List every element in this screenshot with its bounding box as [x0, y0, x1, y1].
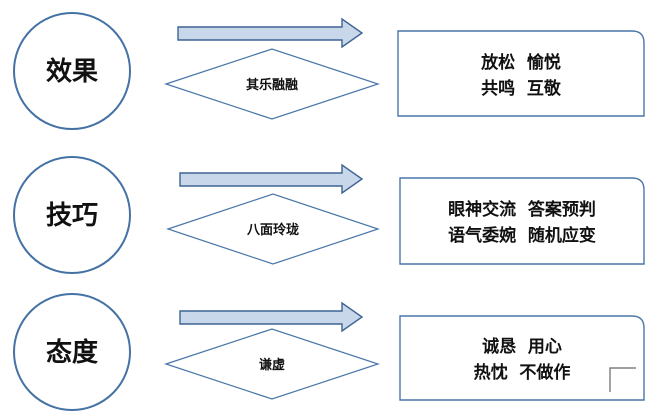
detail-line-2: 共鸣 互敬: [481, 78, 562, 99]
category-circle: [13, 156, 131, 274]
keyword-diamond: [164, 48, 380, 120]
category-circle: [13, 12, 131, 130]
detail-line-2: 语气委婉 随机应变: [448, 225, 596, 246]
keyword-diamond: [166, 193, 380, 265]
keyword-label: 谦虚: [259, 357, 285, 373]
category-label: 效果: [46, 56, 98, 87]
keyword-diamond: [164, 328, 380, 400]
detail-line-2: 热忱 不做作: [474, 362, 571, 383]
right-arrow-icon: [179, 163, 364, 195]
detail-line-1: 眼神交流 答案预判: [448, 199, 596, 220]
right-arrow-icon: [179, 301, 364, 333]
category-circle: [13, 293, 131, 411]
category-label: 态度: [46, 337, 98, 368]
row-attitude: 态度 谦虚 诚恳 用心 热忱 不做作: [13, 293, 645, 411]
detail-box: [399, 177, 645, 265]
detail-line-1: 诚恳 用心: [482, 336, 562, 357]
row-technique: 技巧 八面玲珑 眼神交流 答案预判 语气委婉 随机应变: [13, 156, 645, 274]
right-arrow-icon: [177, 17, 364, 49]
detail-box: [399, 315, 645, 401]
corner-mark-icon: [609, 367, 636, 392]
detail-line-1: 放松 愉悦: [480, 52, 561, 73]
category-label: 技巧: [46, 201, 98, 231]
keyword-label: 八面玲珑: [246, 222, 299, 238]
keyword-label: 其乐融融: [246, 77, 298, 93]
detail-box: [397, 30, 645, 117]
row-effect: 效果 其乐融融 放松 愉悦 共鸣 互敬: [13, 12, 645, 130]
